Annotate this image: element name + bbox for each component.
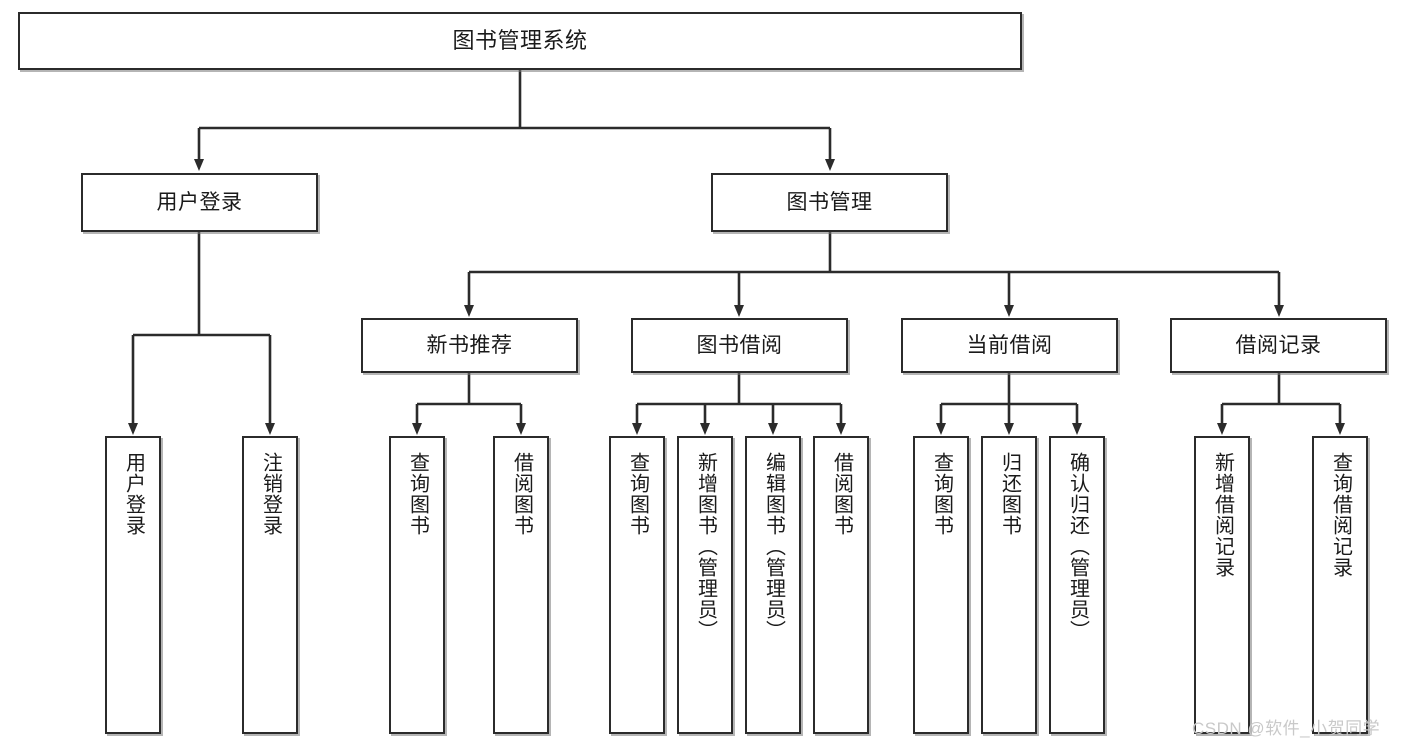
leaf-current-borrow-return[interactable]: 归还图书	[981, 436, 1037, 734]
leaf-user-login-login[interactable]: 用户登录	[105, 436, 161, 734]
node-user-login-label: 用户登录	[156, 190, 243, 214]
node-root-system-label: 图书管理系统	[452, 27, 588, 53]
leaf-book-borrow-add[interactable]: 新增图书（管理员）	[677, 436, 733, 734]
node-new-book-recommend[interactable]: 新书推荐	[361, 318, 578, 373]
node-user-login[interactable]: 用户登录	[81, 173, 318, 232]
leaf-new-book-query-label: 查询图书	[406, 452, 429, 536]
node-current-borrow[interactable]: 当前借阅	[901, 318, 1118, 373]
node-borrow-record[interactable]: 借阅记录	[1170, 318, 1387, 373]
leaf-borrow-record-add[interactable]: 新增借阅记录	[1194, 436, 1250, 734]
leaf-borrow-record-add-label: 新增借阅记录	[1211, 452, 1234, 578]
leaf-user-login-login-label: 用户登录	[122, 452, 145, 536]
leaf-borrow-record-query[interactable]: 查询借阅记录	[1312, 436, 1368, 734]
leaf-book-borrow-add-label: 新增图书（管理员）	[694, 452, 717, 641]
node-current-borrow-label: 当前借阅	[966, 333, 1053, 357]
leaf-book-borrow-edit-label: 编辑图书（管理员）	[762, 452, 785, 641]
node-book-borrow[interactable]: 图书借阅	[631, 318, 848, 373]
leaf-book-borrow-query-label: 查询图书	[626, 452, 649, 536]
leaf-current-borrow-query-label: 查询图书	[930, 452, 953, 536]
leaf-current-borrow-confirm-return-label: 确认归还（管理员）	[1066, 452, 1089, 641]
node-book-management-label: 图书管理	[786, 190, 873, 214]
leaf-book-borrow-borrow-label: 借阅图书	[830, 452, 853, 536]
leaf-new-book-query[interactable]: 查询图书	[389, 436, 445, 734]
leaf-current-borrow-confirm-return[interactable]: 确认归还（管理员）	[1049, 436, 1105, 734]
leaf-user-login-logout[interactable]: 注销登录	[242, 436, 298, 734]
leaf-new-book-borrow[interactable]: 借阅图书	[493, 436, 549, 734]
leaf-current-borrow-return-label: 归还图书	[998, 452, 1021, 536]
leaf-book-borrow-edit[interactable]: 编辑图书（管理员）	[745, 436, 801, 734]
node-new-book-recommend-label: 新书推荐	[426, 333, 513, 357]
leaf-new-book-borrow-label: 借阅图书	[510, 452, 533, 536]
leaf-book-borrow-borrow[interactable]: 借阅图书	[813, 436, 869, 734]
leaf-book-borrow-query[interactable]: 查询图书	[609, 436, 665, 734]
node-book-management[interactable]: 图书管理	[711, 173, 948, 232]
node-root-system[interactable]: 图书管理系统	[18, 12, 1022, 70]
leaf-current-borrow-query[interactable]: 查询图书	[913, 436, 969, 734]
leaf-borrow-record-query-label: 查询借阅记录	[1329, 452, 1352, 578]
node-book-borrow-label: 图书借阅	[696, 333, 783, 357]
node-borrow-record-label: 借阅记录	[1235, 333, 1322, 357]
leaf-user-login-logout-label: 注销登录	[259, 452, 282, 536]
